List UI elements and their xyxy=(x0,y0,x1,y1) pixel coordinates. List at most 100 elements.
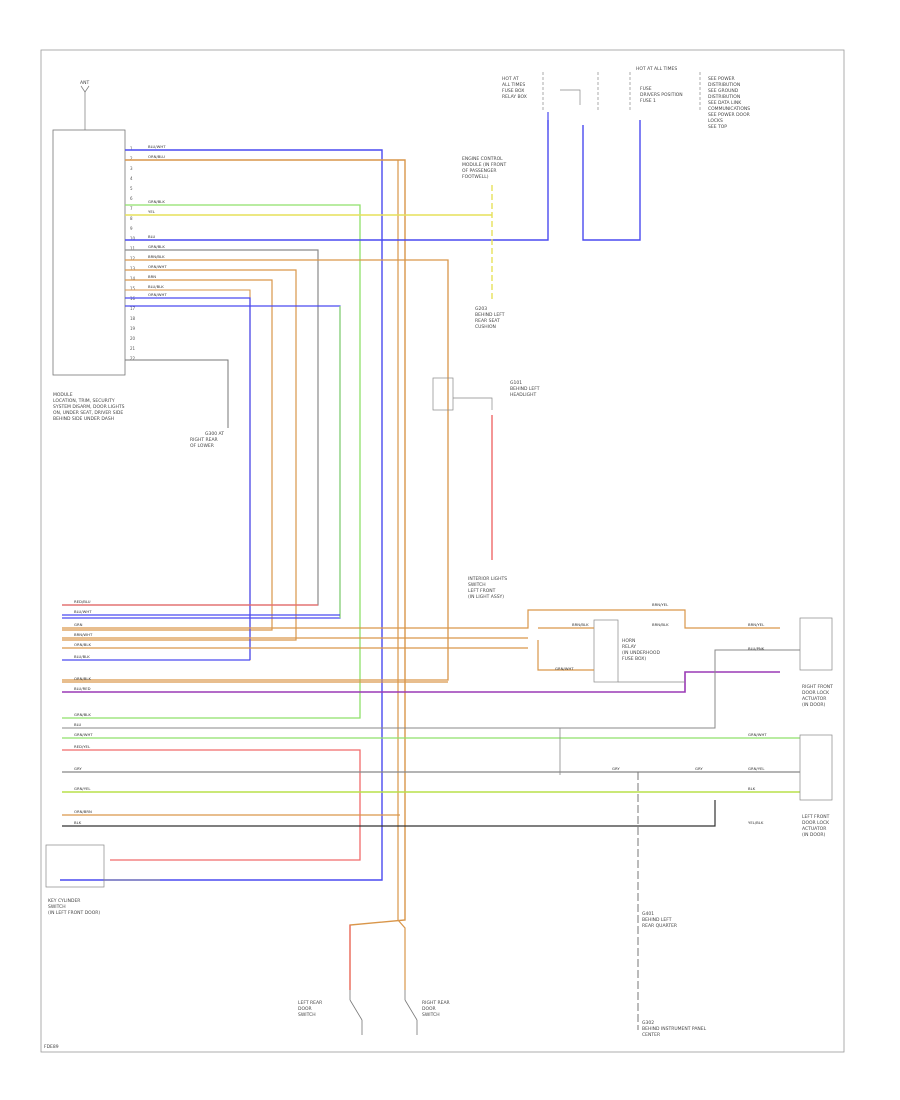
svg-text:FOOTWELL): FOOTWELL) xyxy=(462,174,489,180)
wire-blue-fuse-1 xyxy=(582,120,641,241)
top-wire-label-4: GRN/BLK xyxy=(148,199,165,204)
right-door-lock-top-label: RIGHT FRONT DOOR LOCK ACTUATOR (IN DOOR) xyxy=(802,684,833,708)
wire-blue-top xyxy=(60,149,383,881)
module-pin-19: 19 xyxy=(130,326,136,331)
mid-wire-label-1: BLU/WHT xyxy=(74,609,92,614)
svg-text:LOCKS: LOCKS xyxy=(708,118,723,124)
hood-switch-wire xyxy=(453,397,493,410)
right-wire-label-8: GRY xyxy=(695,766,703,771)
wire-green-top xyxy=(62,204,361,719)
svg-text:BEHIND LEFT: BEHIND LEFT xyxy=(642,917,672,923)
right-wire-label-7: GRY xyxy=(612,766,620,771)
svg-text:CUSHION: CUSHION xyxy=(475,324,496,330)
sensor-label: G101 BEHIND LEFT HEADLIGHT xyxy=(510,380,540,398)
svg-text:FUSE: FUSE xyxy=(640,86,652,92)
wire-orange-mid-1 xyxy=(62,609,780,629)
diagram-frame xyxy=(40,49,845,1053)
module-pin-5: 5 xyxy=(130,186,133,191)
top-wire-label-9: BRN/BLK xyxy=(148,254,165,259)
antenna-icon xyxy=(80,85,90,130)
right-wire-label-5: BLU/PNK xyxy=(748,646,765,651)
svg-text:SEE DATA LINK: SEE DATA LINK xyxy=(708,100,742,106)
svg-text:HOT AT: HOT AT xyxy=(502,76,519,82)
svg-text:RIGHT REAR: RIGHT REAR xyxy=(422,1000,450,1006)
module-pin-7: 7 xyxy=(130,206,133,211)
svg-text:G302: G302 xyxy=(642,1020,654,1026)
right-wire-label-0: BRN/YEL xyxy=(652,602,669,607)
svg-text:RELAY BOX: RELAY BOX xyxy=(502,94,527,100)
module-pin-8: 8 xyxy=(130,216,133,221)
svg-text:DOOR LOCK: DOOR LOCK xyxy=(802,820,830,826)
right-wire-labels: BRN/YEL BRN/BLK BRN/BLK BRN/YEL GRN/WHT BLU/P… xyxy=(555,602,767,825)
svg-text:KEY CYLINDER: KEY CYLINDER xyxy=(48,898,80,904)
svg-text:MODULE (IN FRONT: MODULE (IN FRONT xyxy=(462,162,506,168)
module-pin-11: 11 xyxy=(130,246,136,251)
svg-text:LEFT FRONT: LEFT FRONT xyxy=(468,588,496,594)
mid-wire-label-5: BLU/BLK xyxy=(74,654,90,659)
svg-text:LEFT REAR: LEFT REAR xyxy=(298,1000,322,1006)
top-wire-label-12: BLU/BLK xyxy=(148,284,164,289)
right-door-lock-top-box xyxy=(799,617,833,671)
svg-text:G300 AT: G300 AT xyxy=(205,431,224,437)
wire-module-ground xyxy=(125,359,229,428)
svg-text:SEE POWER DOOR: SEE POWER DOOR xyxy=(708,112,750,118)
wire-gray-1 xyxy=(62,249,319,606)
right-wire-label-1: BRN/BLK xyxy=(572,622,589,627)
right-wire-label-3: BRN/YEL xyxy=(748,622,765,627)
right-wire-label-10: BLK xyxy=(748,786,756,791)
svg-text:SEE POWER: SEE POWER xyxy=(708,76,735,82)
module-pin-17: 17 xyxy=(130,306,136,311)
low-wire-labels: GRN/BLKBLUGRN/WHTRED/YELGRYGRN/YELORN/BR… xyxy=(74,712,93,825)
module-pin-12: 12 xyxy=(130,256,136,261)
key-switch-box xyxy=(45,844,105,888)
headlight-label: INTERIOR LIGHTS SWITCH LEFT FRONT (IN LI… xyxy=(468,576,507,600)
svg-text:LEFT FRONT: LEFT FRONT xyxy=(802,814,830,820)
svg-text:SWITCH: SWITCH xyxy=(298,1012,316,1018)
module-pin-15: 15 xyxy=(130,286,136,291)
low-wire-label-7: BLK xyxy=(74,820,82,825)
low-wire-label-6: ORN/BRN xyxy=(74,809,92,814)
right-wire-label-11: YEL/BLK xyxy=(748,820,764,825)
module-pin-22: 22 xyxy=(130,356,136,361)
wire-red-low xyxy=(62,749,361,861)
fuse-box-left-label: HOT AT ALL TIMES FUSE BOX RELAY BOX xyxy=(502,76,527,100)
mid-wire-label-4: ORN/BLK xyxy=(74,642,91,647)
module-pin-20: 20 xyxy=(130,336,136,341)
right-wire-label-6: GRN/WHT xyxy=(748,732,767,737)
svg-text:ON, UNDER SEAT, DRIVER SIDE: ON, UNDER SEAT, DRIVER SIDE xyxy=(53,410,123,416)
module-pin-4: 4 xyxy=(130,176,133,181)
svg-text:FUSE BOX: FUSE BOX xyxy=(502,88,524,94)
wire-orange-4 xyxy=(62,279,273,631)
svg-text:(IN UNDERHOOD: (IN UNDERHOOD xyxy=(622,650,660,656)
svg-text:COMMUNICATIONS: COMMUNICATIONS xyxy=(708,106,750,112)
svg-text:FUSE 1: FUSE 1 xyxy=(640,98,656,104)
right-wire-label-2: BRN/BLK xyxy=(652,622,669,627)
horn-relay-label: HORN RELAY (IN UNDERHOOD FUSE BOX) xyxy=(622,638,660,662)
mid-wire-label-3: BRN/WHT xyxy=(74,632,93,637)
svg-text:(IN LIGHT ASSY): (IN LIGHT ASSY) xyxy=(468,594,504,600)
top-wire-label-1: ORN/BLU xyxy=(148,154,165,159)
svg-text:(IN LEFT FRONT DOOR): (IN LEFT FRONT DOOR) xyxy=(48,910,100,916)
mid-wire-label-0: RED/BLU xyxy=(74,599,91,604)
right-door-lock-bottom-box xyxy=(799,734,833,801)
svg-text:DISTRIBUTION: DISTRIBUTION xyxy=(708,82,740,88)
svg-text:SWITCH: SWITCH xyxy=(48,904,66,910)
svg-text:RIGHT REAR: RIGHT REAR xyxy=(190,437,218,443)
wire-gray-to-actuator xyxy=(62,649,800,729)
svg-text:ENGINE CONTROL: ENGINE CONTROL xyxy=(462,156,503,162)
module-pin-9: 9 xyxy=(130,226,133,231)
svg-text:ALL TIMES: ALL TIMES xyxy=(502,82,525,88)
svg-text:SEE GROUND: SEE GROUND xyxy=(708,88,739,94)
top-wire-label-10: ORN/WHT xyxy=(148,264,167,269)
svg-text:G203: G203 xyxy=(475,306,487,312)
page-code: FDE89 xyxy=(44,1044,59,1050)
top-wire-label-0: BLU/WHT xyxy=(148,144,166,149)
module-pin-21: 21 xyxy=(130,346,136,351)
svg-text:DOOR: DOOR xyxy=(298,1006,312,1012)
svg-text:HOT AT ALL TIMES: HOT AT ALL TIMES xyxy=(636,66,677,72)
hood-switch-box xyxy=(432,377,454,411)
module-pin-3: 3 xyxy=(130,166,133,171)
